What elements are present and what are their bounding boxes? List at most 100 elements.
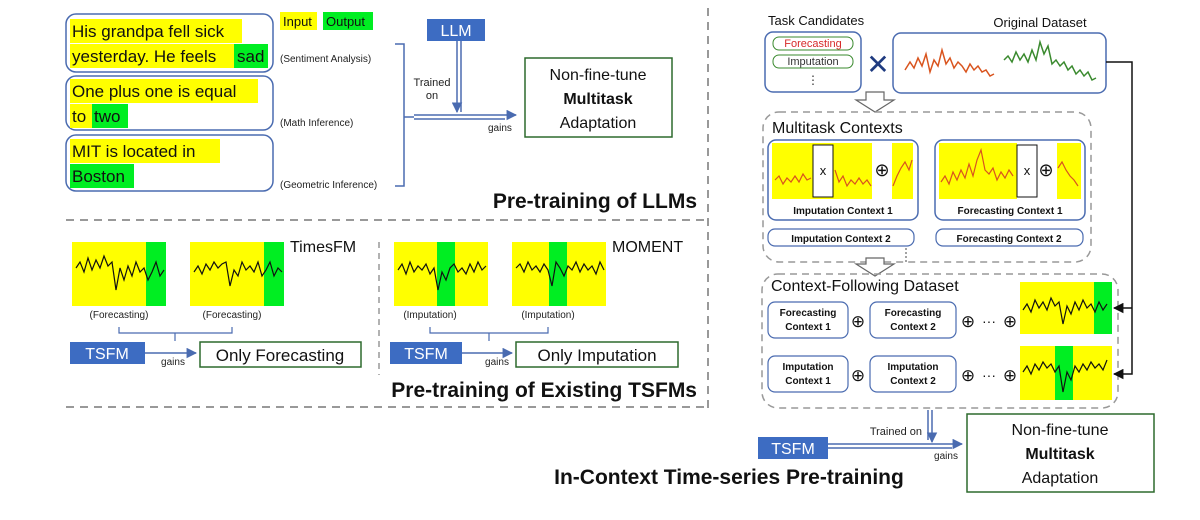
- plus-symbol: ⊕: [1003, 366, 1017, 385]
- plus-symbol: ⊕: [961, 312, 975, 331]
- tsfm-label: TSFM: [404, 346, 448, 363]
- forecasting-context-2-label: Forecasting Context 2: [956, 234, 1061, 245]
- ellipsis: ···: [982, 367, 996, 383]
- moment-bracket: [429, 327, 549, 341]
- gains-label: gains: [934, 451, 958, 462]
- mask-symbol: x: [1024, 163, 1031, 178]
- series-line: [515, 260, 605, 287]
- card-line1: Forecasting: [885, 308, 942, 319]
- timesfm-label: TimesFM: [290, 239, 356, 256]
- ictsp-section: Task Candidates Forecasting Imputation ⋮…: [554, 13, 1155, 493]
- gains-label: gains: [485, 357, 509, 368]
- timesfm-bracket: [118, 327, 233, 341]
- plus-symbol: ⊕: [851, 312, 865, 331]
- example-text-line1: One plus one is equal: [72, 82, 236, 101]
- result-line3: Adaptation: [560, 115, 637, 132]
- caption-forecasting-2: (Forecasting): [203, 310, 262, 321]
- legend-output-swatch: [323, 12, 373, 30]
- card-line2: Context 2: [890, 376, 936, 387]
- task-more: ⋮: [807, 73, 819, 87]
- task-label-sentiment: (Sentiment Analysis): [280, 54, 371, 65]
- imputation-context-2-box: [767, 228, 915, 247]
- only-forecasting-box: [199, 341, 362, 368]
- llm-box: [427, 19, 485, 41]
- cross-symbol: ✕: [866, 49, 889, 80]
- trained-on-label: Trained on: [870, 426, 922, 438]
- gains-label: gains: [161, 357, 185, 368]
- plus-symbol: ⊕: [961, 366, 975, 385]
- card-line1: Imputation: [782, 362, 833, 373]
- series-line: [397, 260, 487, 291]
- llm-result-box: [524, 57, 673, 138]
- caption-imputation-1: (Imputation): [403, 310, 456, 321]
- multitask-contexts-box: [762, 111, 1092, 263]
- series-line: [1022, 359, 1108, 393]
- imputation-context-1-card: [767, 355, 849, 393]
- task-forecasting: Forecasting: [784, 38, 841, 50]
- plus-symbol: ⊕: [874, 160, 889, 180]
- llm-label: LLM: [440, 23, 471, 40]
- forecasting-context-1-label: Forecasting Context 1: [957, 206, 1062, 217]
- llm-pretraining-section: Input Output His grandpa fell sick yeste…: [65, 12, 697, 213]
- original-dataset-box: [892, 32, 1107, 94]
- imputation-context-1-label: Imputation Context 1: [793, 206, 893, 217]
- card-line1: Imputation: [887, 362, 938, 373]
- legend-output-label: Output: [326, 14, 365, 29]
- task-imputation: Imputation: [787, 56, 838, 68]
- forecasting-context-1-card: [767, 301, 849, 339]
- series-line: [1022, 296, 1108, 325]
- green-series: [1003, 39, 1097, 82]
- card-line2: Context 1: [785, 322, 831, 333]
- hollow-down-arrow: [853, 91, 897, 113]
- series-line: [774, 169, 872, 188]
- tsfm-box-ictsp: [758, 437, 828, 459]
- example-text-line2: yesterday. He feels: [72, 47, 221, 66]
- tsfm-box-timesfm: [70, 342, 145, 364]
- example-answer: sad: [237, 47, 264, 66]
- context-following-box: [761, 273, 1119, 409]
- forecasting-context-2-card: [869, 301, 957, 339]
- only-forecasting-label: Only Forecasting: [216, 346, 345, 365]
- card-line2: Context 2: [890, 322, 936, 333]
- section-title-ictsp: In-Context Time-series Pre-training: [554, 466, 904, 489]
- context-following-label: Context-Following Dataset: [771, 278, 959, 295]
- imputation-context-2-card: [869, 355, 957, 393]
- section-title-tsfm: Pre-training of Existing TSFMs: [391, 379, 697, 402]
- legend-input-label: Input: [283, 14, 312, 29]
- forecasting-context-2-box: [935, 228, 1084, 247]
- example-text-line1: His grandpa fell sick: [72, 22, 225, 41]
- mask-symbol: x: [820, 163, 827, 178]
- task-label-math: (Math Inference): [280, 118, 353, 129]
- orange-series: [904, 47, 995, 77]
- example-answer: two: [94, 107, 120, 126]
- gains-label: gains: [488, 123, 512, 134]
- plus-symbol: ⊕: [851, 366, 865, 385]
- section-title-llm: Pre-training of LLMs: [493, 190, 697, 213]
- example-text-line2: to: [72, 107, 91, 126]
- result-line2: Multitask: [1025, 446, 1094, 463]
- plus-symbol: ⊕: [1038, 160, 1053, 180]
- hollow-down-arrow: [853, 257, 897, 277]
- ictsp-result-box: [966, 413, 1155, 493]
- moment-label: MOMENT: [612, 239, 683, 256]
- ellipsis: ···: [982, 313, 996, 329]
- caption-forecasting-1: (Forecasting): [90, 310, 149, 321]
- series-line: [940, 147, 1014, 186]
- trained-on-line2: on: [426, 90, 438, 102]
- card-line2: Context 1: [785, 376, 831, 387]
- trained-on-line1: Trained: [414, 77, 451, 89]
- result-line1: Non-fine-tune: [1012, 422, 1109, 439]
- existing-tsfm-section: (Forecasting) (Forecasting) TimesFM TSFM…: [70, 239, 697, 402]
- legend-input-swatch: [280, 12, 317, 30]
- imputation-context-2-label: Imputation Context 2: [791, 234, 891, 245]
- task-candidates-label: Task Candidates: [768, 13, 865, 28]
- caption-imputation-2: (Imputation): [521, 310, 574, 321]
- only-imputation-label: Only Imputation: [537, 346, 656, 365]
- series-line: [75, 254, 165, 291]
- card-line1: Forecasting: [780, 308, 837, 319]
- series-line: [193, 260, 283, 287]
- only-imputation-box: [515, 341, 679, 368]
- original-dataset-label: Original Dataset: [993, 15, 1087, 30]
